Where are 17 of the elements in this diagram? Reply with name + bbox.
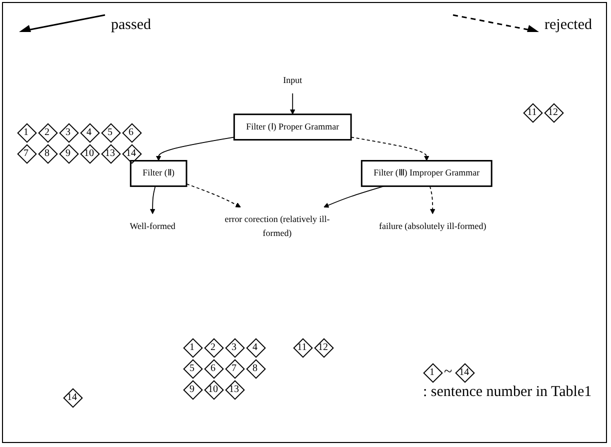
arrow: [156, 136, 235, 161]
arrow: [150, 186, 156, 214]
legend-text: passed: [111, 17, 151, 34]
note-text: : sentence number in Table1: [423, 384, 592, 401]
arrow: [290, 92, 296, 115]
node-text: Input: [283, 76, 302, 86]
node-text: failure (absolutely ill-formed): [378, 222, 486, 232]
node-box: [233, 114, 352, 141]
arrow: [186, 183, 241, 208]
node-box: [360, 160, 492, 187]
node-text: Well-formed: [130, 222, 176, 232]
node-text: error corection (relatively ill-formed): [224, 214, 330, 238]
legend-text: rejected: [544, 17, 592, 34]
arrow: [350, 136, 430, 161]
note-text: ~: [444, 364, 452, 380]
arrow: [429, 186, 436, 214]
node-box: [130, 160, 188, 187]
